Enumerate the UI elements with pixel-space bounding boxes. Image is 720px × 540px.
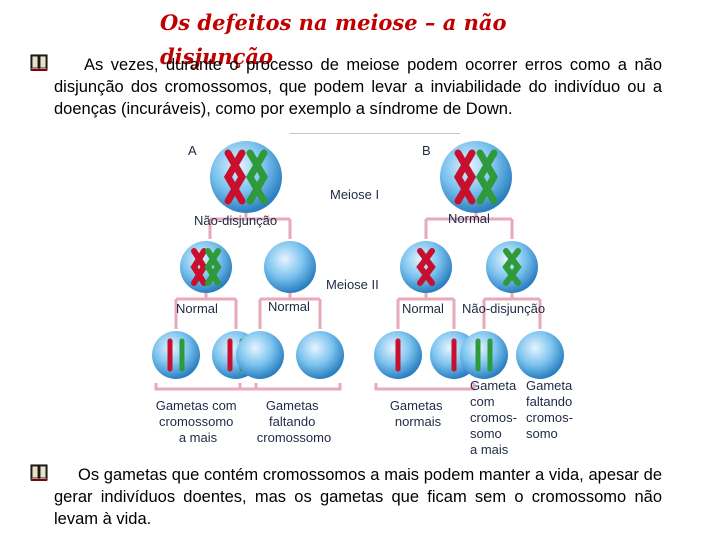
caption-gametas-normais: Gametas normais (390, 398, 446, 429)
normal-b1-label: Normal (448, 211, 490, 226)
book-icon (30, 54, 48, 71)
nao-disjuncao-a-label: Não-disjunção (194, 213, 277, 228)
gamete-b1 (374, 331, 422, 379)
normal-a2-label: Normal (268, 299, 310, 314)
parent-cell-b (440, 141, 512, 213)
gamete-b4 (516, 331, 564, 379)
gamete-a3 (236, 331, 284, 379)
parent-cell-a (210, 141, 282, 213)
nao-disjuncao-b-label: Não-disjunção (462, 301, 545, 316)
arrows-meiose1-b (424, 213, 514, 239)
gamete-a4 (296, 331, 344, 379)
cell-b-green (486, 241, 538, 293)
book-icon (30, 464, 48, 481)
cell-b-red (400, 241, 452, 293)
panel-a-label: A (188, 143, 197, 158)
gamete-brackets (154, 383, 476, 391)
paragraph-gametes: Os gametas que contém cromossomos a mais… (54, 466, 662, 528)
caption-gametas-com: Gametas com cromossomo a mais (156, 398, 241, 445)
cell-a-2x (180, 241, 232, 293)
meiose1-label: Meiose I (330, 187, 379, 202)
arrows-meiose1-a (208, 213, 292, 239)
meiosis-diagram: A B Meiose I Não-disjunção Normal (140, 133, 600, 463)
caption-gameta-com: Gameta com cromos- somo a mais (470, 378, 521, 457)
panel-b-label: B (422, 143, 431, 158)
normal-b2-label: Normal (402, 301, 444, 316)
caption-gametas-faltando: Gametas faltando cromossomo (257, 398, 331, 445)
paragraph-nondisjunction: As vezes, durante o processo de meiose p… (54, 56, 662, 118)
normal-a1-label: Normal (176, 301, 218, 316)
gamete-a1 (152, 331, 200, 379)
meiose2-label: Meiose II (326, 277, 379, 292)
caption-gameta-faltando: Gameta faltando cromos- somo (526, 378, 577, 441)
gamete-b3 (460, 331, 508, 379)
cell-a-empty (264, 241, 316, 293)
page-title: Os defeitos na meiose – a não disjunção (160, 10, 507, 69)
arrows-meiose2 (174, 293, 542, 329)
